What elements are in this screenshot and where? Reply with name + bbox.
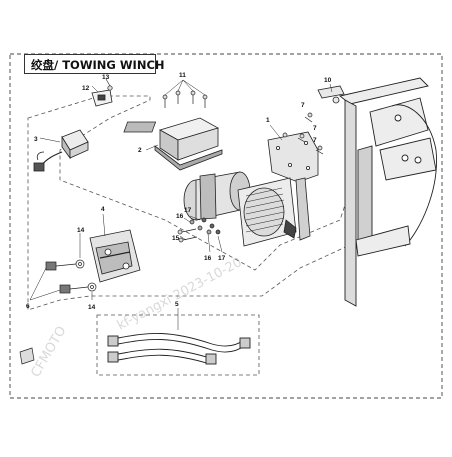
callout-1: 1 — [266, 117, 270, 124]
controller-part — [123, 117, 223, 171]
callout-7a: 7 — [301, 102, 305, 109]
watermark-left: CFMOTO — [28, 324, 69, 380]
washer-part-16 — [189, 219, 212, 235]
nut-part-17 — [201, 217, 221, 235]
washer-part-14 — [75, 259, 97, 292]
callout-10: 10 — [324, 77, 332, 84]
screw-part-13 — [107, 85, 113, 91]
callout-17a: 17 — [184, 207, 192, 214]
callout-17b: 17 — [218, 255, 226, 262]
bolt-part-15 — [177, 228, 198, 243]
callout-16b: 16 — [204, 255, 212, 262]
vehicle-frame — [338, 77, 437, 307]
group-outline — [27, 95, 351, 311]
callout-7c: 7 — [313, 137, 317, 144]
bolt-part-7 — [282, 112, 324, 155]
small-part-icon — [19, 347, 35, 365]
switch-bracket-part — [317, 85, 345, 104]
callout-14b: 14 — [88, 304, 96, 311]
callout-15: 15 — [172, 235, 180, 242]
fairlead-part — [89, 229, 141, 283]
callout-7b: 7 — [313, 125, 317, 132]
callout-16a: 16 — [176, 213, 184, 220]
bolt-part-6 — [45, 261, 89, 294]
callout-4: 4 — [101, 206, 105, 213]
outer-frame — [9, 53, 443, 399]
relay-part — [33, 129, 89, 172]
callout-13: 13 — [102, 74, 110, 81]
callout-5: 5 — [175, 301, 179, 308]
callout-11: 11 — [179, 72, 186, 79]
winch-drum-part — [237, 177, 311, 247]
callout-14a: 14 — [77, 227, 85, 234]
title-box: 绞盘/ TOWING WINCH — [24, 54, 165, 74]
page-title: 绞盘/ TOWING WINCH — [31, 58, 165, 72]
cable-part — [107, 333, 251, 365]
mounting-plate-part — [267, 131, 319, 183]
callout-2: 2 — [138, 147, 142, 154]
relay-bracket-part — [91, 89, 113, 107]
screw-part-11 — [162, 90, 208, 108]
callout-6: 6 — [26, 303, 30, 310]
callout-3: 3 — [34, 136, 38, 143]
callout-12: 12 — [82, 85, 90, 92]
leader-lines — [29, 83, 333, 330]
